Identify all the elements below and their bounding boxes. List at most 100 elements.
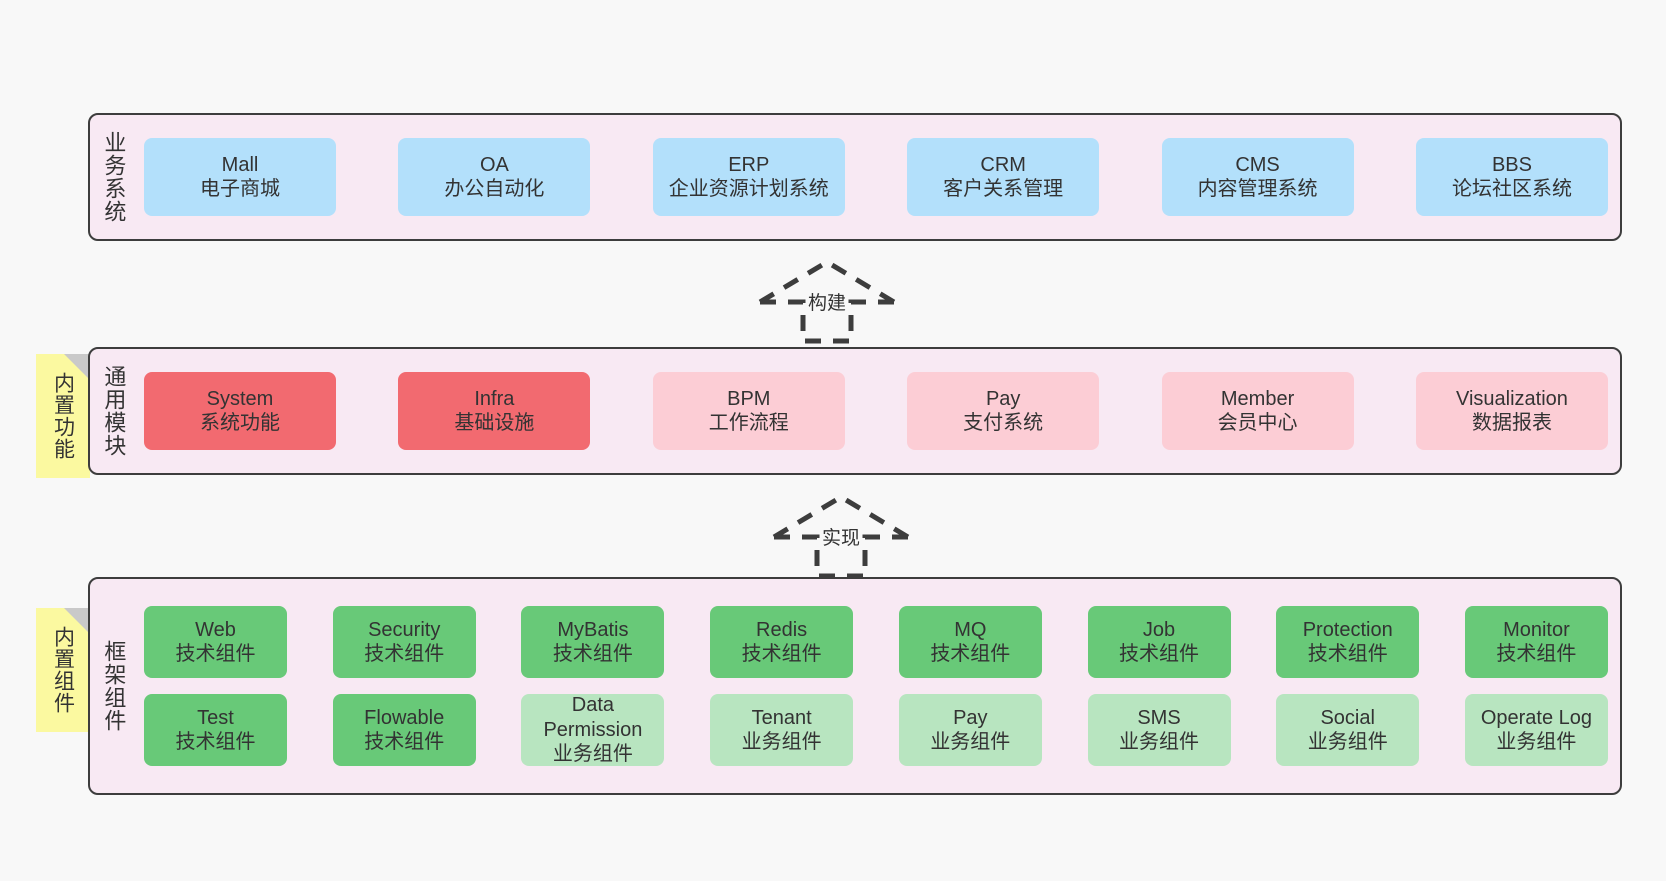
arrow-implement-shape xyxy=(772,494,910,579)
module-box-subtitle: 业务组件 xyxy=(930,731,1011,753)
module-box-subtitle: 基础设施 xyxy=(454,412,535,434)
arrow-implement-label: 实现 xyxy=(821,528,861,549)
module-box-title: Operate Log xyxy=(1480,706,1593,729)
module-box-title: Visualization xyxy=(1455,387,1568,410)
module-box-title: OA xyxy=(479,153,509,176)
module-box-title: Mall xyxy=(221,153,259,176)
note-builtin-component-label: 内置组件 xyxy=(51,626,75,714)
module-box-title: SMS xyxy=(1137,706,1181,729)
module-box-title: Tenant xyxy=(751,706,812,729)
module-box-subtitle: 技术组件 xyxy=(175,731,256,753)
module-box-title: Social xyxy=(1320,706,1375,729)
module-box-subtitle: 技术组件 xyxy=(552,643,633,665)
module-box-title: Data Permission xyxy=(543,694,643,741)
module-box-subtitle: 技术组件 xyxy=(1496,643,1577,665)
module-box-subtitle: 技术组件 xyxy=(1307,643,1388,665)
module-box-title: Member xyxy=(1220,387,1295,410)
module-box-title: Web xyxy=(195,618,236,641)
module-box-title: ERP xyxy=(728,153,770,176)
module-box-subtitle: 系统功能 xyxy=(200,412,280,434)
module-box-title: BPM xyxy=(727,387,771,410)
module-box-subtitle: 论坛社区系统 xyxy=(1451,178,1572,200)
module-box-subtitle: 业务组件 xyxy=(1119,731,1200,753)
module-box-subtitle: 企业资源计划系统 xyxy=(668,178,829,200)
module-box-subtitle: 办公自动化 xyxy=(444,178,545,200)
note-builtin-function-label: 内置功能 xyxy=(51,372,75,460)
module-box-subtitle: 数据报表 xyxy=(1471,412,1552,434)
module-box-title: BBS xyxy=(1491,153,1532,176)
module-box-title: Security xyxy=(368,618,441,641)
module-box-title: MyBatis xyxy=(557,618,629,641)
note-builtin-function: 内置功能 xyxy=(36,354,90,478)
module-box-subtitle: 技术组件 xyxy=(741,643,822,665)
arrow-build: 构建 xyxy=(752,258,902,344)
arrow-build-label: 构建 xyxy=(807,293,847,314)
module-box-subtitle: 技术组件 xyxy=(364,731,445,753)
layer-title-common-module: 通用模块 xyxy=(101,365,127,457)
module-box-subtitle: 技术组件 xyxy=(364,643,445,665)
module-box-title: Redis xyxy=(756,618,808,641)
module-box-title: Pay xyxy=(953,706,988,729)
module-box-subtitle: 业务组件 xyxy=(741,731,822,753)
module-box-title: CMS xyxy=(1235,153,1280,176)
note-fold-corner-icon xyxy=(64,354,90,380)
module-box-subtitle: 业务组件 xyxy=(1496,731,1577,753)
module-box-subtitle: 客户关系管理 xyxy=(943,178,1064,200)
module-box-title: Test xyxy=(197,706,234,729)
arrow-build-shape xyxy=(758,259,896,344)
module-box-subtitle: 会员中心 xyxy=(1217,412,1298,434)
note-fold-corner-icon xyxy=(64,608,90,634)
module-box-title: Monitor xyxy=(1503,618,1570,641)
note-builtin-component: 内置组件 xyxy=(36,608,90,732)
module-box-subtitle: 业务组件 xyxy=(552,743,633,766)
module-box-title: CRM xyxy=(980,153,1026,176)
layer-title-framework-component: 框架组件 xyxy=(101,640,127,732)
module-box-title: Job xyxy=(1142,618,1176,641)
module-box-subtitle: 技术组件 xyxy=(930,643,1011,665)
module-box-subtitle: 业务组件 xyxy=(1307,731,1388,753)
module-box-subtitle: 电子商城 xyxy=(200,178,280,200)
module-box-subtitle: 内容管理系统 xyxy=(1197,178,1318,200)
module-box-title: Infra xyxy=(474,387,515,410)
module-box-title: MQ xyxy=(954,618,987,641)
